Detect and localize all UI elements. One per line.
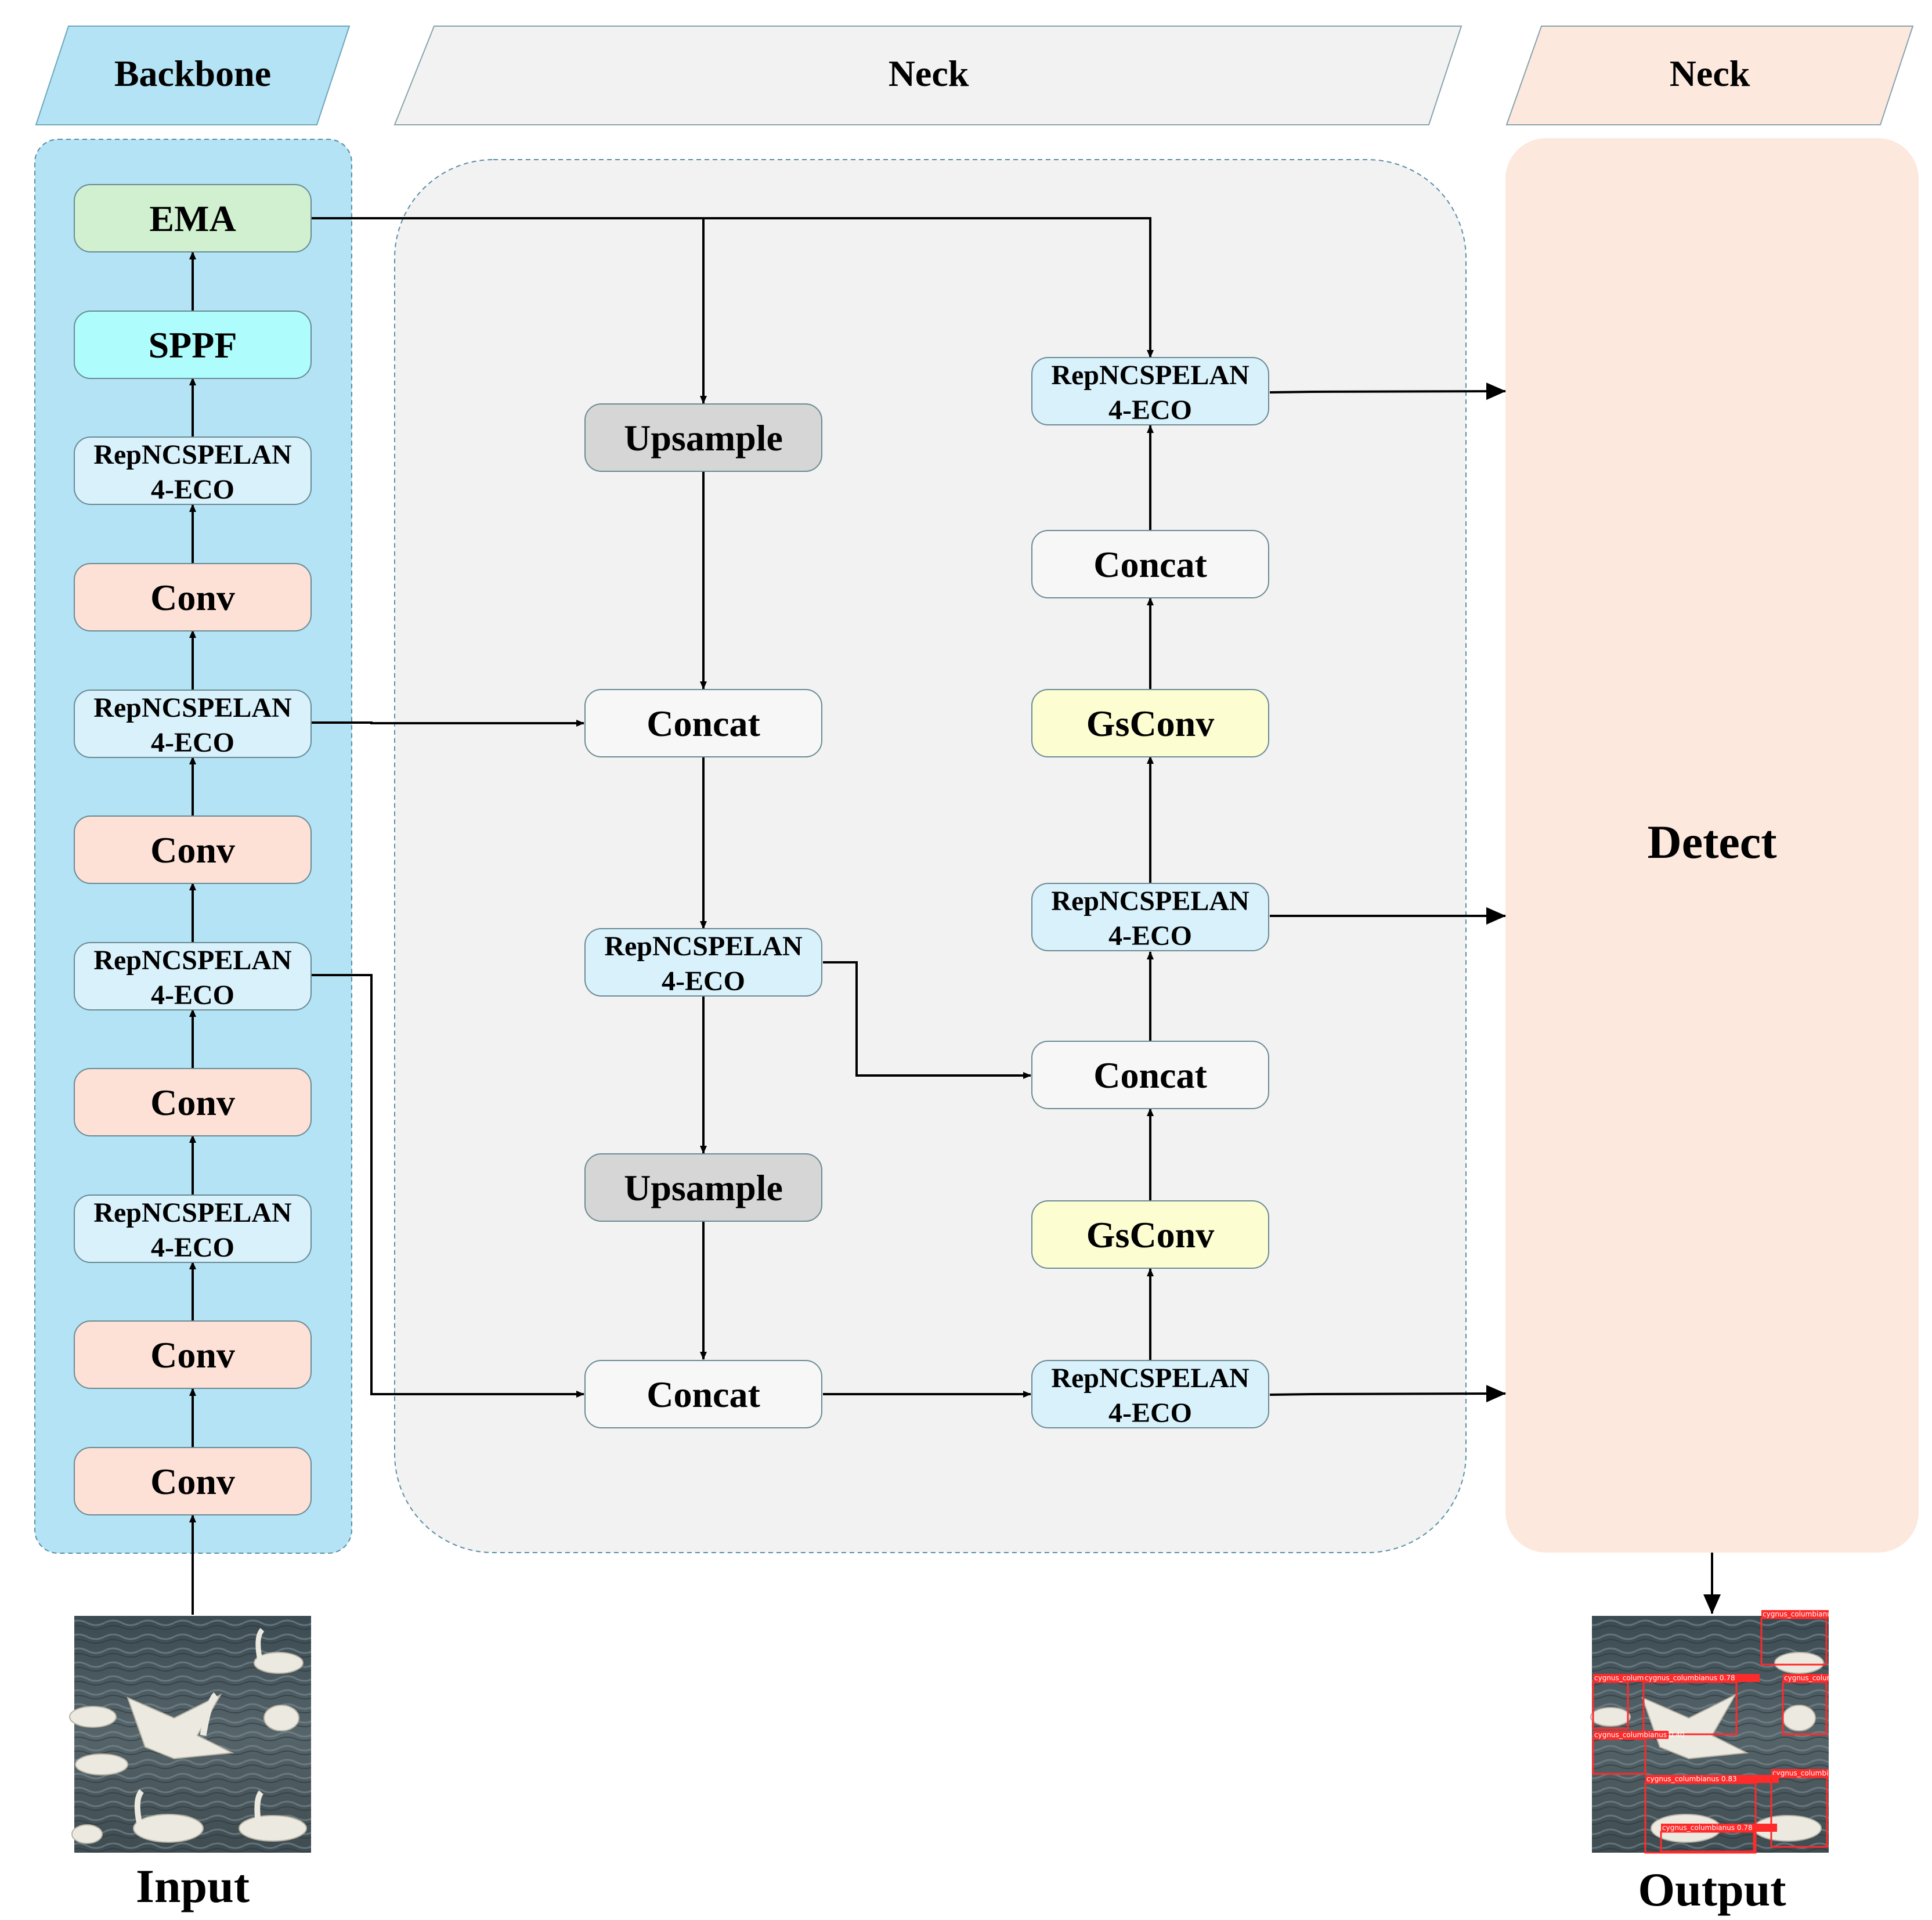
neck-mid-block-up1: Upsample xyxy=(584,403,822,472)
backbone-block-conv3-label: Conv xyxy=(150,829,235,871)
backbone-block-conv1: Conv xyxy=(74,1320,312,1389)
detection-box: cygnus_columbianus 0.78 xyxy=(1642,1674,1760,1735)
detection-label: cygnus_columbianus 0.62 xyxy=(1784,1674,1875,1682)
backbone-block-rep1: RepNCSPELAN 4-ECO xyxy=(74,1194,312,1263)
detection-box: cygnus_columbianus 0.40 xyxy=(1592,1731,1685,1775)
backbone-block-rep2: RepNCSPELAN 4-ECO xyxy=(74,942,312,1010)
neck-mid-block-cat2-label: Concat xyxy=(647,1374,760,1415)
neck-right-block-repr2-label-line2: 4-ECO xyxy=(1108,921,1192,951)
backbone-block-conv1-label: Conv xyxy=(150,1334,235,1376)
neck-right-block-gs1-label: GsConv xyxy=(1086,1214,1215,1255)
detect-panel xyxy=(1505,138,1919,1553)
neck-right-block-repr1-label-line2: 4-ECO xyxy=(1108,1398,1192,1428)
detection-boxes: cygnus_columbianus 0.73 cygnus_columbianu… xyxy=(1592,1610,1875,1854)
backbone-block-rep4: RepNCSPELAN 4-ECO xyxy=(74,436,312,505)
output-image: cygnus_columbianus 0.73 cygnus_columbianu… xyxy=(1590,1610,1875,1854)
detection-box: cygnus_columbianus 0.62 xyxy=(1782,1674,1875,1735)
backbone-block-conv0-label: Conv xyxy=(150,1461,235,1502)
input-label: Input xyxy=(136,1860,250,1912)
neck-mid-block-cat1: Concat xyxy=(584,689,822,757)
detect-label: Detect xyxy=(1647,815,1776,868)
neck-header-right: Neck xyxy=(1505,26,1914,125)
backbone-block-conv2: Conv xyxy=(74,1068,312,1136)
backbone-block-rep1-label-line1: RepNCSPELAN xyxy=(93,1197,292,1228)
backbone-block-rep3-label-line1: RepNCSPELAN xyxy=(93,692,292,723)
detection-box: cygnus_columbianus 0.83 xyxy=(1644,1775,1779,1854)
neck-right-blocks: RepNCSPELAN4-ECOConcatGsConvRepNCSPELAN4… xyxy=(1031,357,1269,1428)
backbone-block-conv2-label: Conv xyxy=(150,1082,235,1123)
neck-mid-block-repm-label-line1: RepNCSPELAN xyxy=(604,931,803,962)
detection-label: cygnus_columbianus 0.78 xyxy=(1645,1674,1735,1682)
swans-photo-icon xyxy=(69,1627,307,1844)
detection-label: cygnus_columbianus 0.40 xyxy=(1594,1731,1685,1739)
neck-header-right-label: Neck xyxy=(1670,53,1750,94)
backbone-block-rep2-label-line2: 4-ECO xyxy=(151,980,234,1010)
neck-right-block-repr1: RepNCSPELAN 4-ECO xyxy=(1031,1360,1269,1428)
backbone-block-rep3: RepNCSPELAN 4-ECO xyxy=(74,690,312,758)
neck-mid-block-cat2: Concat xyxy=(584,1360,822,1428)
neck-right-block-catr1: Concat xyxy=(1031,1041,1269,1109)
neck-right-block-catr2-label: Concat xyxy=(1093,544,1207,585)
backbone-block-sppf: SPPF xyxy=(74,311,312,379)
neck-right-block-catr1-label: Concat xyxy=(1093,1055,1207,1096)
detection-label: cygnus_columbianus 0.73 xyxy=(1763,1610,1853,1618)
backbone-block-rep2-label-line1: RepNCSPELAN xyxy=(93,945,292,976)
backbone-block-conv4-label: Conv xyxy=(150,577,235,618)
detection-label: cygnus_columbianus 0.78 xyxy=(1662,1824,1753,1832)
neck-mid-block-up2: Upsample xyxy=(584,1153,822,1222)
neck-mid-block-up2-label: Upsample xyxy=(624,1167,783,1208)
neck-header-left: Neck xyxy=(393,26,1462,125)
backbone-blocks: EMASPPFRepNCSPELAN4-ECOConvRepNCSPELAN4-… xyxy=(74,184,312,1515)
output-label: Output xyxy=(1638,1863,1786,1916)
backbone-block-ema-label: EMA xyxy=(149,198,236,239)
neck-right-block-repr1-label-line1: RepNCSPELAN xyxy=(1051,1363,1250,1394)
neck-right-block-gs2: GsConv xyxy=(1031,689,1269,757)
backbone-block-rep4-label-line2: 4-ECO xyxy=(151,474,234,505)
backbone-block-conv0: Conv xyxy=(74,1447,312,1515)
backbone-block-conv4: Conv xyxy=(74,563,312,631)
backbone-block-rep4-label-line1: RepNCSPELAN xyxy=(93,439,292,470)
backbone-header-label: Backbone xyxy=(114,53,271,94)
neck-mid-block-up1-label: Upsample xyxy=(624,417,783,459)
connectors xyxy=(189,217,1721,1615)
backbone-block-conv3: Conv xyxy=(74,815,312,884)
neck-right-block-repr2: RepNCSPELAN 4-ECO xyxy=(1031,883,1269,951)
backbone-header: Backbone xyxy=(35,26,351,125)
neck-right-block-catr2: Concat xyxy=(1031,530,1269,598)
detection-label: cygnus_columbianus 0.83 xyxy=(1646,1775,1737,1783)
backbone-block-ema: EMA xyxy=(74,184,312,252)
detection-box: cygnus_columbianus 0.78 xyxy=(1660,1824,1777,1853)
neck-header-left-label: Neck xyxy=(889,53,969,94)
detection-box: cygnus_columbianus 0.82 xyxy=(1770,1769,1863,1848)
detection-label: cygnus_columbianus 0.82 xyxy=(1772,1769,1863,1777)
backbone-block-rep3-label-line2: 4-ECO xyxy=(151,727,234,758)
neck-right-block-repr3-label-line1: RepNCSPELAN xyxy=(1051,360,1250,391)
neck-panel xyxy=(394,159,1467,1553)
backbone-block-rep1-label-line2: 4-ECO xyxy=(151,1232,234,1263)
neck-mid-block-cat1-label: Concat xyxy=(647,703,760,744)
neck-right-block-repr2-label-line1: RepNCSPELAN xyxy=(1051,886,1250,916)
neck-right-block-repr3-label-line2: 4-ECO xyxy=(1108,395,1192,425)
neck-middle-blocks: UpsampleConcatRepNCSPELAN4-ECOUpsampleCo… xyxy=(584,403,822,1428)
neck-mid-block-repm-label-line2: 4-ECO xyxy=(662,966,745,997)
detection-box: cygnus_columbianus 0.73 xyxy=(1760,1610,1853,1666)
neck-right-block-repr3: RepNCSPELAN 4-ECO xyxy=(1031,357,1269,425)
backbone-block-sppf-label: SPPF xyxy=(149,324,237,366)
neck-right-block-gs2-label: GsConv xyxy=(1086,703,1215,744)
input-image xyxy=(69,1616,311,1853)
neck-mid-block-repm: RepNCSPELAN 4-ECO xyxy=(584,928,822,997)
neck-right-block-gs1: GsConv xyxy=(1031,1200,1269,1269)
